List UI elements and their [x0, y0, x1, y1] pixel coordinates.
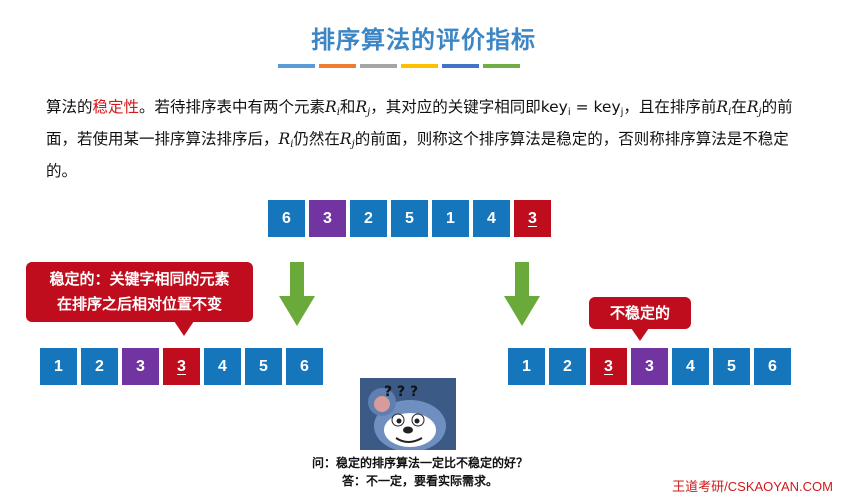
element-value: 4: [686, 357, 695, 375]
down-arrow-icon: [279, 262, 315, 326]
element-value: 3: [604, 357, 613, 375]
definition-text: 的前面，若使用某一排序算法排序后，: [46, 98, 793, 148]
element-value: 3: [136, 357, 145, 375]
key-subscript-i: i: [567, 107, 571, 118]
element-value: 4: [487, 209, 496, 227]
sequence-element: 4: [672, 348, 709, 385]
element-value: 6: [300, 357, 309, 375]
element-value: 1: [522, 357, 531, 375]
sequence-element: 2: [81, 348, 118, 385]
definition-text: 。若待排序表中有两个元素: [139, 98, 326, 116]
unstable-sorted-sequence: 1 2 3 3 4 5 6: [508, 348, 791, 385]
sequence-element: 6: [754, 348, 791, 385]
element-value: 5: [405, 209, 414, 227]
sequence-element: 3: [590, 348, 627, 385]
sequence-element: 3: [309, 200, 346, 237]
sequence-element: 1: [40, 348, 77, 385]
definition-text: 的前面，则称这个排序算法是稳定的，否则称排序算法是不稳定的。: [46, 130, 789, 180]
element-value: 1: [446, 209, 455, 227]
element-value: 6: [282, 209, 291, 227]
sequence-element: 4: [204, 348, 241, 385]
sequence-element: 3: [163, 348, 200, 385]
element-rj: Rj: [355, 98, 371, 118]
element-value: 3: [645, 357, 654, 375]
sequence-element: 5: [391, 200, 428, 237]
definition-text: ，其对应的关键字相同即key: [370, 98, 568, 116]
definition-text: 算法的: [46, 98, 93, 116]
color-bar-segment: [278, 64, 315, 68]
element-value: 5: [727, 357, 736, 375]
meme-question-marks: ? ? ?: [384, 384, 418, 400]
stable-sorted-sequence: 1 2 3 3 4 5 6: [40, 348, 323, 385]
color-bar-segment: [483, 64, 520, 68]
down-arrow-icon: [504, 262, 540, 326]
element-value: 2: [95, 357, 104, 375]
definition-paragraph: 算法的稳定性。若待排序表中有两个元素Ri和Rj，其对应的关键字相同即keyi =…: [46, 94, 806, 185]
color-bar-segment: [360, 64, 397, 68]
sequence-element: 3: [122, 348, 159, 385]
definition-text: = key: [570, 98, 621, 116]
element-rj: Rj: [746, 98, 762, 118]
sequence-element: 3: [631, 348, 668, 385]
element-value: 3: [528, 209, 537, 227]
element-value: 3: [323, 209, 332, 227]
element-rj: Rj: [339, 130, 355, 150]
answer-text: 答：不一定，要看实际需求。: [341, 474, 498, 488]
color-bar-segment: [401, 64, 438, 68]
element-value: 2: [364, 209, 373, 227]
page-title: 排序算法的评价指标: [311, 26, 536, 54]
stable-callout-line: 在排序之后相对位置不变: [56, 295, 222, 313]
definition-text: 和: [339, 98, 356, 116]
color-bar-segment: [319, 64, 356, 68]
element-value: 6: [768, 357, 777, 375]
element-ri: Ri: [278, 130, 294, 150]
sequence-element: 6: [268, 200, 305, 237]
sequence-element: 3: [514, 200, 551, 237]
stable-callout: 稳定的：关键字相同的元素 在排序之后相对位置不变: [26, 262, 253, 336]
question-text: 问：稳定的排序算法一定比不稳定的好？: [311, 456, 528, 470]
footer-watermark: 王道考研/CSKAOYAN.COM: [672, 479, 833, 494]
definition-text: 仍然在: [293, 130, 340, 148]
sequence-element: 1: [432, 200, 469, 237]
stable-callout-line: 稳定的：关键字相同的元素: [49, 270, 230, 288]
stability-keyword: 稳定性: [92, 98, 140, 116]
sequence-element: 2: [549, 348, 586, 385]
definition-text: ，且在排序前: [623, 98, 717, 116]
sequence-element: 5: [713, 348, 750, 385]
element-ri: Ri: [325, 98, 340, 118]
element-value: 1: [54, 357, 63, 375]
original-sequence: 6 3 2 5 1 4 3: [268, 200, 551, 237]
sequence-element: 1: [508, 348, 545, 385]
definition-text: 在: [731, 98, 747, 116]
sequence-element: 5: [245, 348, 282, 385]
element-value: 4: [218, 357, 227, 375]
sequence-element: 6: [286, 348, 323, 385]
unstable-callout: 不稳定的: [589, 297, 691, 341]
color-bar-segment: [442, 64, 479, 68]
element-ri: Ri: [716, 98, 732, 118]
title-color-bar: [278, 64, 520, 68]
sequence-element: 2: [350, 200, 387, 237]
element-value: 3: [177, 357, 186, 375]
element-value: 5: [259, 357, 268, 375]
key-subscript-j: j: [620, 107, 624, 118]
sequence-element: 4: [473, 200, 510, 237]
element-value: 2: [563, 357, 572, 375]
confused-cat-meme-image: ? ? ?: [360, 378, 456, 450]
